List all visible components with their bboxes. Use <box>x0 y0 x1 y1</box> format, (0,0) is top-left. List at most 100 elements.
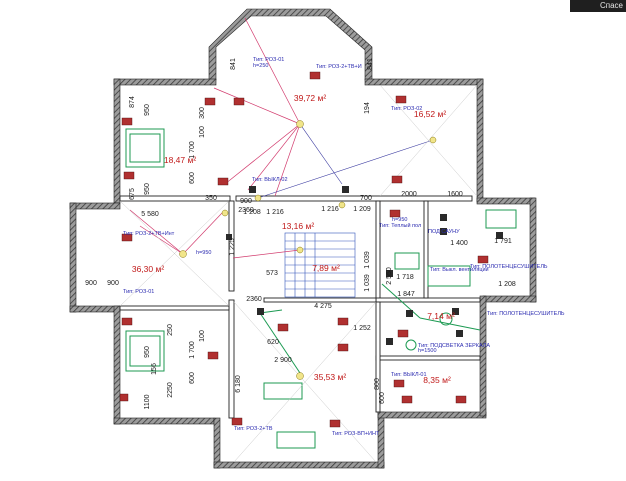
dim-1791: 1 791 <box>494 238 512 245</box>
dim-950-b: 950 <box>144 183 151 195</box>
wall-right-upper <box>476 78 484 203</box>
label-roz01-top: Тип: РОЗ-01 <box>253 57 284 63</box>
dim-2550: 2 550 <box>386 267 393 285</box>
socket-markers <box>119 71 489 428</box>
label-h950-left: h=950 <box>196 250 211 256</box>
label-vent-switch: Тип: Выкл. вентиляции <box>430 267 489 273</box>
dim-1216-b: 1 216 <box>321 206 339 213</box>
room-diagonals <box>119 84 478 463</box>
dim-1700-a: 1 700 <box>189 141 196 159</box>
light-fixtures <box>179 120 437 380</box>
label-h1500: h=1500 <box>418 348 437 354</box>
dimension-labels: 2000 1600 900 2360 1 208 1 216 1 216 1 2… <box>85 58 516 409</box>
dim-100-a: 100 <box>199 126 206 138</box>
dim-1252: 1 252 <box>353 325 371 332</box>
wiring-lines-blue <box>257 123 434 199</box>
wall-bottom <box>213 461 385 469</box>
wall-right-lower <box>479 295 487 417</box>
dim-6180: 6 180 <box>235 375 242 393</box>
dim-194: 194 <box>364 102 371 114</box>
label-vykl01: Тип: ВЫКЛ-01 <box>391 372 427 378</box>
interior-walls <box>119 195 481 419</box>
label-h250-top: h=250 <box>253 63 268 69</box>
dim-841-a: 841 <box>230 58 237 70</box>
fixture-annotations: Тип: РОЗ-01 h=250 Тип: РОЗ-2+ТВ+И Тип: Р… <box>123 57 565 437</box>
room-area-top-left: 18,47 м² <box>164 155 196 165</box>
app-toolbar: Спасе <box>570 0 626 12</box>
dim-1600: 1600 <box>447 191 463 198</box>
label-h950-hall: h=950 <box>392 217 407 223</box>
wall-bottom-right <box>377 411 487 419</box>
vent-markers <box>226 186 503 345</box>
dim-2900: 2 900 <box>274 357 292 364</box>
dim-156: 156 <box>151 363 158 375</box>
dim-1039-a: 1 039 <box>364 251 371 269</box>
room-area-hall: 13,16 м² <box>282 221 314 231</box>
dim-950-c: 950 <box>144 346 151 358</box>
room-area-top-right: 16,52 м² <box>414 109 446 119</box>
dim-1847: 1 847 <box>397 291 415 298</box>
label-roz02-right: Тип: РОЗ-02 <box>391 106 422 112</box>
dim-573: 573 <box>266 270 278 277</box>
wall-bottom-right-step <box>377 411 385 469</box>
label-roz-vp-int: Тип: РОЗ-ВП+ИНТ <box>332 431 380 437</box>
dim-1400: 1 400 <box>450 240 468 247</box>
dim-2360-top: 2360 <box>238 207 254 214</box>
wall-left-mid <box>69 202 77 313</box>
dim-620: 620 <box>267 339 279 346</box>
dim-5580: 5 580 <box>141 211 159 218</box>
dim-800: 800 <box>374 378 381 390</box>
label-vykl02: Тип: ВЫКЛ-02 <box>252 177 288 183</box>
dim-100-b: 100 <box>199 330 206 342</box>
dim-841-b: 841 <box>367 58 374 70</box>
dim-1208-right: 1 208 <box>498 281 516 288</box>
dim-900-top: 900 <box>240 198 252 205</box>
dim-600-b: 600 <box>189 372 196 384</box>
dim-700: 700 <box>360 195 372 202</box>
dim-900-b: 900 <box>107 280 119 287</box>
exterior-walls <box>69 8 537 469</box>
dim-1208: 1 208 <box>243 209 261 216</box>
dim-350: 350 <box>205 195 217 202</box>
dim-1225: 1 225 <box>229 238 236 256</box>
wall-right-step-bottom <box>482 295 537 303</box>
label-roz2-tv-int: Тип: РОЗ-2+ТВ+Инт <box>123 231 175 237</box>
dim-1039-b: 1 039 <box>364 274 371 292</box>
dim-2000: 2000 <box>401 191 417 198</box>
furniture <box>125 128 517 449</box>
dim-1209: 1 209 <box>353 206 371 213</box>
dim-250: 250 <box>167 324 174 336</box>
wall-right-mid <box>529 197 537 303</box>
dim-675: 675 <box>129 188 136 200</box>
wall-left-step-bottom <box>69 305 121 313</box>
room-area-bath: 7,14 м² <box>427 311 455 321</box>
toolbar-label: Спасе <box>599 1 623 10</box>
label-towel-dryer-b: Тип: ПОЛОТЕНЦЕСУШИТЕЛЬ <box>487 311 565 317</box>
wiring-lines <box>129 17 301 259</box>
label-mirror-light: Тип: ПОДСВЕТКА ЗЕРКАЛА <box>418 343 490 349</box>
dim-600-c: 600 <box>379 392 386 404</box>
dim-1718: 1 718 <box>396 274 414 281</box>
dim-1100: 1100 <box>144 394 151 409</box>
dim-950-a: 950 <box>144 104 151 116</box>
room-area-labels: 39,72 м² 16,52 м² 18,47 м² 13,16 м² 36,3… <box>132 93 455 385</box>
wall-bottom-left <box>113 417 215 425</box>
wall-top-right <box>364 78 484 86</box>
label-sauna: ПОД САУНУ <box>428 229 460 235</box>
wall-bottom-step <box>213 417 221 469</box>
dim-1216-a: 1 216 <box>266 209 284 216</box>
wall-left-step-top <box>69 202 121 210</box>
room-area-bottom-right: 8,35 м² <box>423 375 451 385</box>
label-roz2-tv-top: Тип: РОЗ-2+ТВ+И <box>316 64 362 70</box>
dim-2360-mid: 2360 <box>246 296 262 303</box>
wall-left-lower <box>113 305 121 425</box>
room-area-left: 36,30 м² <box>132 264 164 274</box>
dim-874: 874 <box>129 96 136 108</box>
wall-left-upper <box>113 78 121 204</box>
label-roz01-left: Тип: РОЗ-01 <box>123 289 154 295</box>
dim-2250: 2250 <box>167 382 174 398</box>
dim-1700-b: 1 700 <box>189 341 196 359</box>
label-warm-floor: Тип: Теплый пол <box>379 222 421 229</box>
wall-top-left <box>113 78 217 86</box>
